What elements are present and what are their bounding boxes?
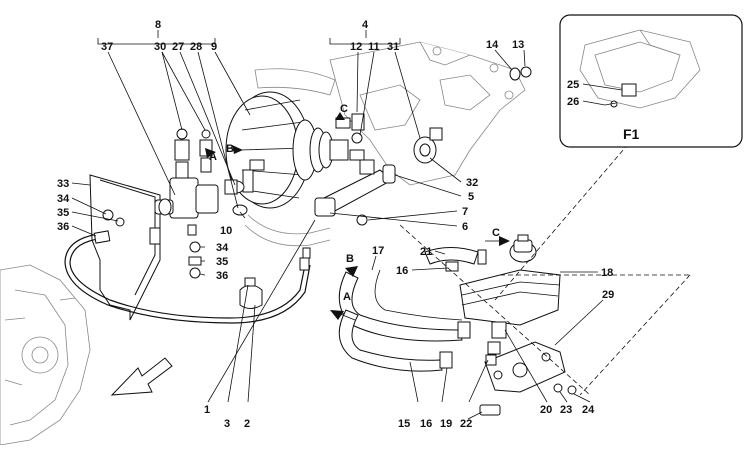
callout-22: 22 [460, 418, 472, 430]
callout-32: 32 [466, 177, 478, 189]
callout-25: 25 [567, 79, 579, 91]
callout-8: 8 [155, 19, 161, 31]
fluid-reservoir [459, 234, 561, 339]
callout-7: 7 [462, 206, 468, 218]
callout-37: 37 [101, 41, 113, 53]
callout-17: 17 [372, 245, 384, 257]
callout-18: 18 [601, 267, 613, 279]
brake-pipe [64, 230, 311, 324]
fittings-stack [188, 241, 202, 279]
callout-36-mid: 36 [216, 270, 228, 282]
flow-letter-c-booster: C [340, 103, 348, 115]
callout-35-left: 35 [57, 207, 69, 219]
flow-letters: A A B B C C [209, 103, 500, 303]
pipe-clip [239, 277, 263, 309]
callout-31: 31 [387, 41, 399, 53]
callout-12: 12 [350, 41, 362, 53]
callout-23: 23 [560, 404, 572, 416]
callout-1: 1 [204, 404, 210, 416]
callout-14: 14 [486, 39, 499, 51]
flow-arrow-c [335, 112, 510, 246]
callout-15: 15 [398, 418, 410, 430]
hose-a [338, 309, 453, 372]
flow-letter-c-reservoir: C [492, 227, 500, 239]
actuator-gear [413, 127, 443, 164]
dashed-guide-lines [399, 59, 701, 396]
flow-letter-b-hose: B [346, 253, 354, 265]
inset-f1-label: F1 [623, 126, 640, 142]
small-fasteners [479, 354, 577, 416]
callout-5: 5 [468, 191, 474, 203]
gearbox-housing [0, 264, 91, 446]
master-cylinder [314, 149, 396, 226]
callout-34-left: 34 [57, 193, 70, 205]
callout-20: 20 [540, 404, 552, 416]
flow-letter-a-valve: A [209, 151, 217, 163]
callout-34-mid: 34 [216, 242, 229, 254]
front-direction-arrow [110, 357, 173, 396]
callout-3: 3 [224, 418, 230, 430]
callout-35-mid: 35 [216, 256, 228, 268]
callout-16-bottom: 16 [420, 418, 432, 430]
reservoir-hose-c [424, 247, 487, 272]
callout-4: 4 [362, 19, 369, 31]
booster-input-fitting [224, 179, 248, 216]
callout-16-top: 16 [396, 265, 408, 277]
callout-33: 33 [57, 178, 69, 190]
callout-24: 24 [582, 404, 595, 416]
transmission-housing-outline [254, 41, 526, 186]
callout-10: 10 [220, 225, 232, 237]
flow-arrow-b [345, 266, 358, 277]
leader-lines [71, 30, 623, 420]
mounting-bracket [89, 174, 161, 321]
callout-2: 2 [244, 418, 250, 430]
callout-27: 27 [172, 41, 184, 53]
reservoir-bracket [484, 341, 566, 393]
flow-arrow-a [330, 310, 356, 321]
callout-21: 21 [420, 246, 432, 258]
flow-arrow-a-small [205, 145, 243, 158]
callout-30: 30 [154, 41, 166, 53]
callout-29: 29 [602, 289, 614, 301]
callout-28: 28 [190, 41, 202, 53]
hose-b [338, 269, 471, 342]
callout-9: 9 [211, 41, 217, 53]
callout-6: 6 [462, 221, 468, 233]
callout-19: 19 [440, 418, 452, 430]
callout-36-left: 36 [57, 221, 69, 233]
flow-letter-a-hose: A [343, 291, 351, 303]
inset-f1-panel [559, 14, 743, 148]
flow-letter-b-valve: B [226, 143, 234, 155]
pressure-valve-block [154, 128, 219, 236]
callout-13: 13 [512, 39, 524, 51]
callout-11: 11 [368, 41, 380, 53]
callout-labels: 8 4 37 30 27 28 9 12 11 31 14 13 33 34 3… [57, 19, 640, 430]
vacuum-connector [335, 113, 365, 144]
brake-servo-booster [225, 91, 349, 209]
callout-26: 26 [567, 96, 579, 108]
nut-and-washer [509, 66, 532, 81]
